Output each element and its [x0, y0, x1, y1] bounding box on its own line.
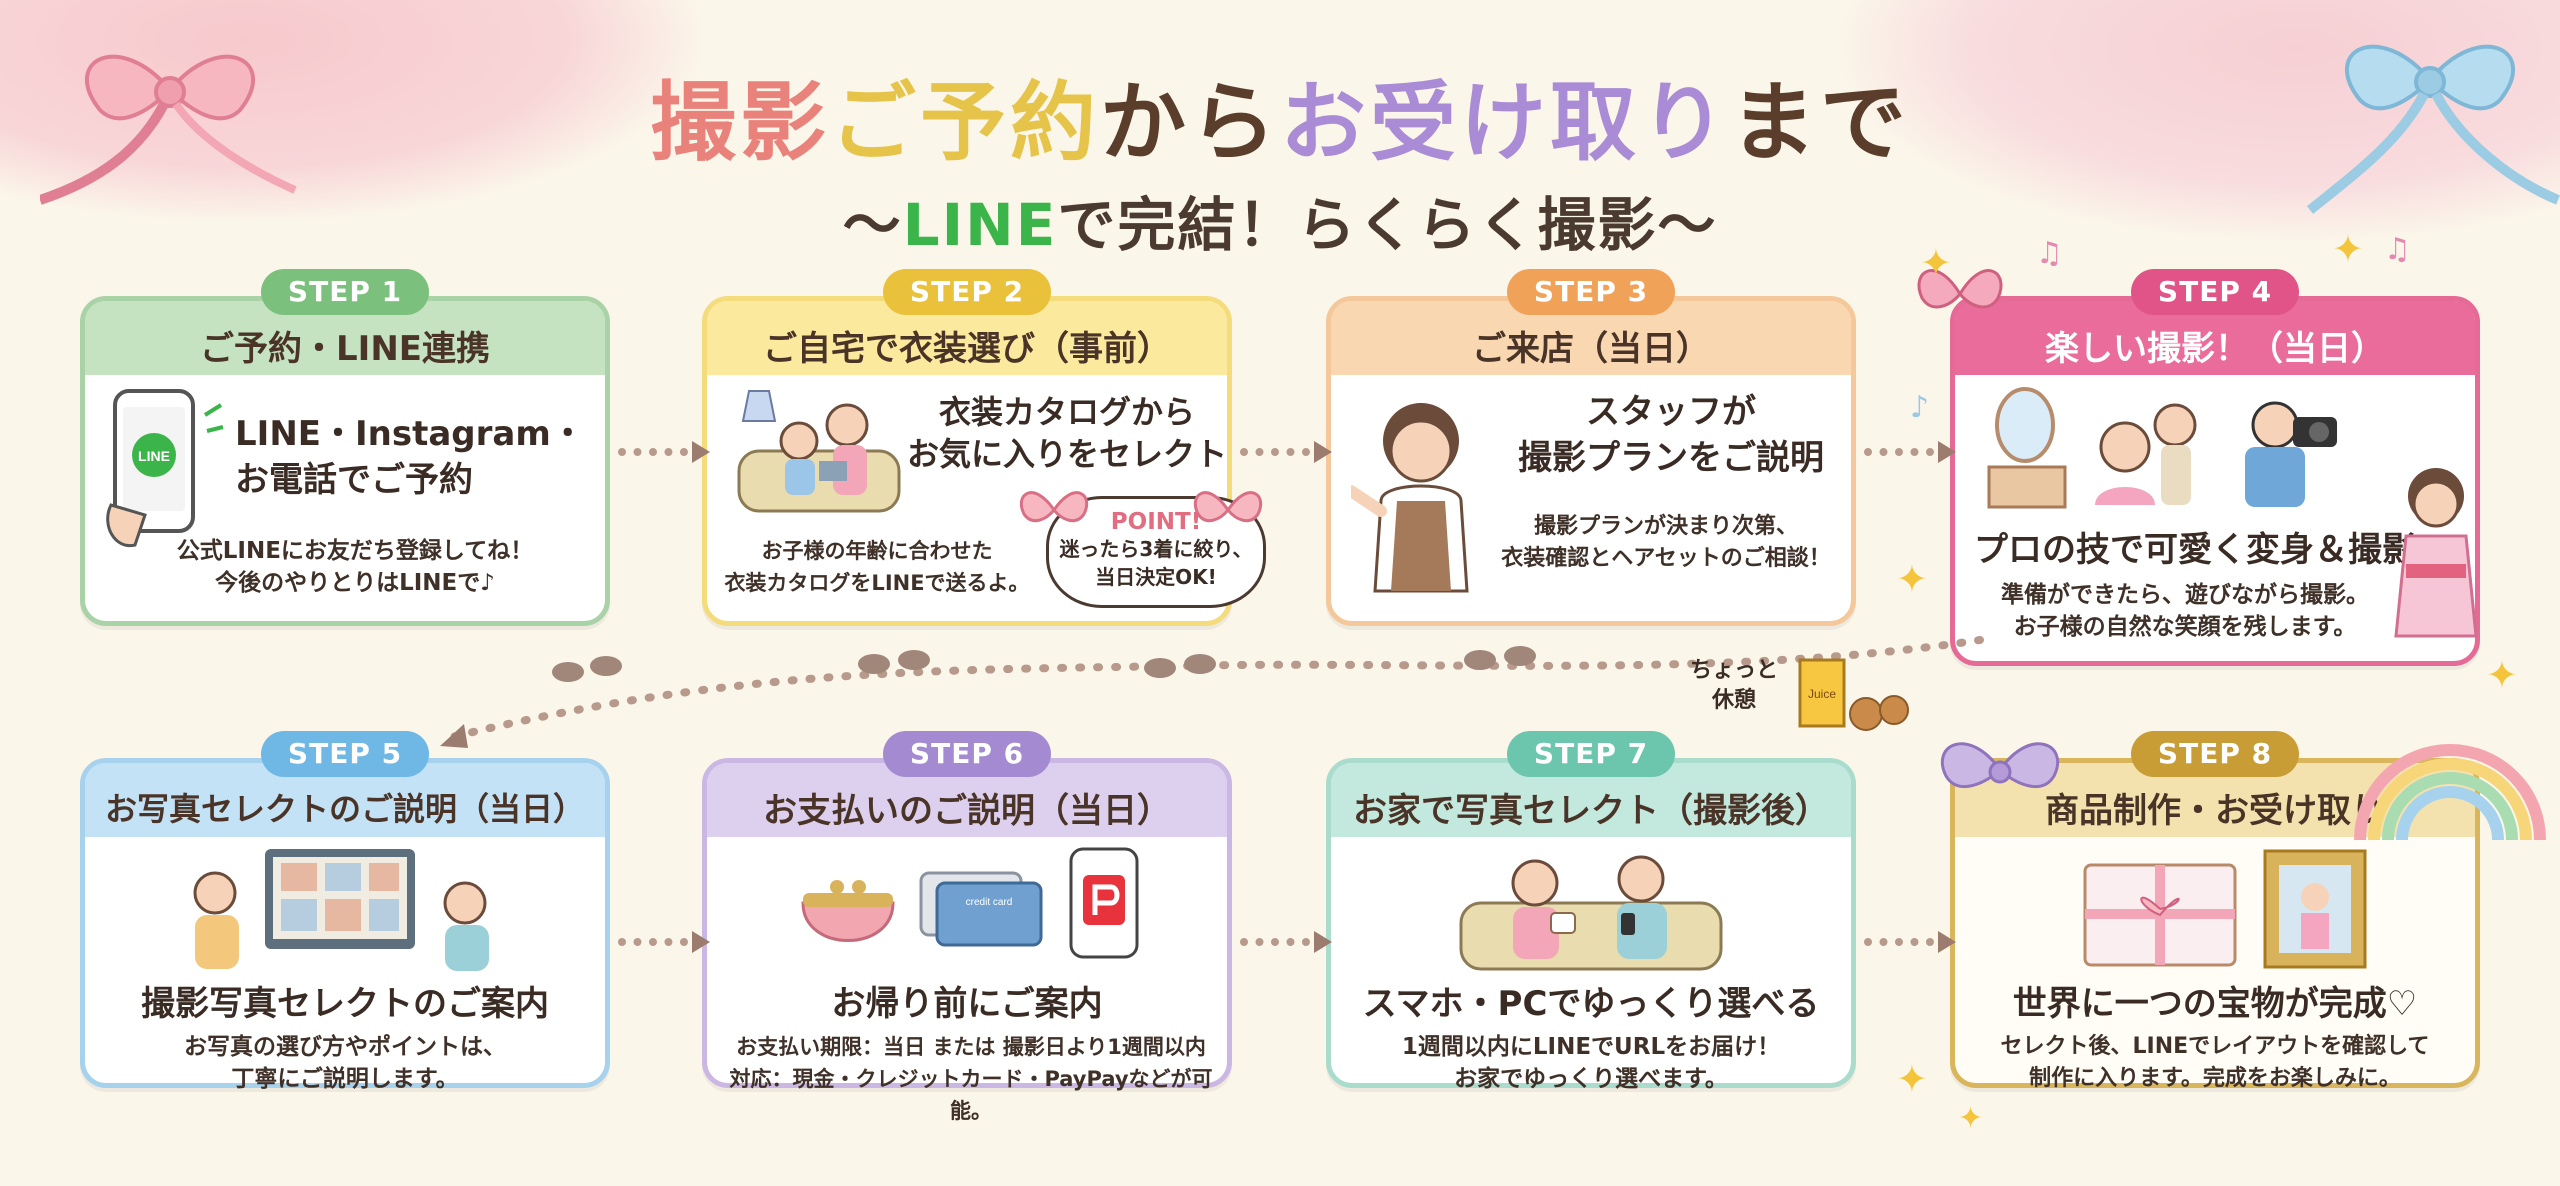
step-6-card: STEP 6 お支払いのご説明（当日） credit card お帰り前にご案内… [702, 731, 1232, 1123]
flow-arrow [618, 440, 710, 464]
break-label: ちょっと 休憩 [1690, 658, 1779, 713]
step-heading: 楽しい撮影！（当日） [1955, 301, 2475, 375]
blue-ribbon-bow-icon [2306, 44, 2560, 214]
step-main-text: スマホ・PCでゆっくり選べる [1362, 984, 1820, 1024]
step-badge: STEP 5 [261, 731, 429, 777]
flow-arrow [1864, 930, 1956, 954]
subtitle-rest: で完結！らくらく撮影〜 [1057, 191, 1718, 259]
smartphone-icon: LINE [106, 389, 224, 548]
sparkle-icon: ✦ [2486, 653, 2518, 697]
staff-woman-icon [1351, 403, 1469, 593]
step-description: セレクト後、LINEでレイアウトを確認して 制作に入ります。完成をお楽しみに。 [2000, 1034, 2430, 1091]
footprint-path-connector [436, 636, 1984, 748]
sparkle-icon: ✦ [2332, 227, 2364, 271]
step-main-text: お帰り前にご案内 [831, 984, 1103, 1024]
step-description: お子様の年齢に合わせた 衣装カタログをLINEで送るよ。 [724, 539, 1030, 595]
step-main-text: 世界に一つの宝物が完成♡ [2012, 984, 2418, 1024]
credit-card-icon: credit card [919, 871, 1043, 947]
step-description: 撮影プランが決まり次第、 衣装確認とヘアセットのご相談！ [1501, 514, 1831, 571]
title-part: から [1100, 73, 1280, 173]
pink-bow-icon [1019, 491, 1089, 523]
paypay-phone-icon [1069, 847, 1139, 959]
coin-purse-icon [801, 880, 895, 942]
page-subtitle: 〜LINEで完結！らくらく撮影〜 [0, 178, 2560, 262]
flow-arrow [1864, 440, 1956, 464]
line-logo-text: LINE [138, 448, 170, 464]
music-note-icon: ♪ [1910, 390, 1930, 425]
pink-bow-icon [1917, 269, 2003, 309]
photo-monitor-family-icon [193, 849, 489, 971]
subtitle-line-word: LINE [902, 191, 1058, 259]
title-part: まで [1730, 73, 1910, 173]
step-8-card: STEP 8 商品制作・お受け取り 世界に一つの宝物が完成♡ セレクト後、LIN… [1950, 731, 2480, 1091]
step-main-text: 撮影写真セレクトのご案内 [141, 984, 549, 1024]
step-main-text: 衣装カタログから お気に入りをセレクト [907, 393, 1228, 473]
purple-ribbon-bow-icon [1940, 742, 2060, 788]
pink-ribbon-bow-icon [40, 54, 297, 205]
family-on-sofa-icon [737, 390, 901, 513]
pink-bow-icon [1193, 491, 1263, 523]
sparkle-icon: ✦ [1920, 241, 1952, 285]
subtitle-prefix: 〜 [842, 191, 903, 259]
step-7-card: STEP 7 お家で写真セレクト（撮影後） スマホ・PCでゆっくり選べる 1週間… [1326, 731, 1856, 1092]
flow-arrow [1240, 440, 1332, 464]
music-note-icon: ♫ [2384, 232, 2411, 267]
page-title: 撮影ご予約からお受け取りまで [0, 52, 2560, 177]
couple-on-sofa-icon [1459, 855, 1723, 971]
step-heading: お家で写真セレクト（撮影後） [1331, 763, 1851, 837]
step-description: 1週間以内にLINEでURLをお届け！ お家でゆっくり選べます。 [1401, 1034, 1781, 1092]
flow-arrow [1240, 930, 1332, 954]
title-part: お受け取り [1280, 73, 1730, 173]
step-heading: ご予約・LINE連携 [85, 301, 605, 375]
sparkle-icon: ✦ [1896, 1057, 1928, 1101]
point-title: POINT! [1110, 509, 1202, 535]
sparkle-icon: ✦ [1896, 557, 1928, 601]
sparkle-icon: ✦ [1958, 1101, 1984, 1136]
step-2-card: STEP 2 ご自宅で衣装選び（事前） 衣装カタログから お気に入りをセレクト … [702, 269, 1232, 626]
step-badge: STEP 4 [2131, 269, 2299, 315]
title-part: 撮影 [650, 73, 830, 173]
juice-and-cookies-icon: Juice [1798, 658, 1909, 731]
flow-arrow [618, 930, 710, 954]
step-main-text: スタッフが 撮影プランをご説明 [1518, 392, 1824, 478]
step-description: お写真の選び方やポイントは、 丁寧にご説明します。 [184, 1034, 506, 1092]
step-3-card: STEP 3 ご来店（当日） スタッフが 撮影プランをご説明 撮影プランが決まり… [1326, 269, 1856, 626]
kimono-girl-icon [2394, 468, 2478, 638]
step-badge: STEP 2 [883, 269, 1051, 315]
juice-label-text: Juice [1808, 687, 1836, 701]
step-5-card: STEP 5 お写真セレクトのご説明（当日） 撮影写真セレクトのご案内 お写真の… [80, 731, 610, 1092]
step-badge: STEP 1 [261, 269, 429, 315]
photo-album-and-frame-icon [2083, 849, 2367, 969]
step-badge: STEP 8 [2131, 731, 2299, 777]
step-description: 公式LINEにお友だち登録してね！ 今後のやりとりはLINEで♪ [176, 538, 534, 596]
point-text: 迷ったら3着に絞り、 当日決定OK! [1059, 537, 1253, 589]
step-4-card: STEP 4 楽しい撮影！（当日） プロの技で可愛く変身＆撮影 準備ができたら、… [1950, 269, 2480, 666]
title-part: ご予約 [830, 73, 1100, 173]
step-description: お支払い期限：当日 または 撮影日より1週間以内 対応：現金・クレジットカード・… [729, 1035, 1213, 1123]
step-1-card: STEP 1 ご予約・LINE連携 LINE LINE・Instagram・ お… [80, 269, 610, 626]
rainbow-icon [2354, 744, 2546, 840]
step-main-text: プロの技で可愛く変身＆撮影 [1974, 530, 2416, 570]
step-main-text: LINE・Instagram・ お電話でご予約 [235, 414, 585, 500]
music-note-icon: ♫ [2036, 236, 2063, 271]
step-badge: STEP 3 [1507, 269, 1675, 315]
step-badge: STEP 6 [883, 731, 1051, 777]
step-badge: STEP 7 [1507, 731, 1675, 777]
card-label-text: credit card [966, 897, 1013, 908]
photo-shoot-scene-icon [1987, 387, 2337, 509]
step-description: 準備ができたら、遊びながら撮影。 お子様の自然な笑顔を残します。 [2001, 582, 2369, 640]
pink-cloud-decoration-right [1840, 0, 2560, 240]
